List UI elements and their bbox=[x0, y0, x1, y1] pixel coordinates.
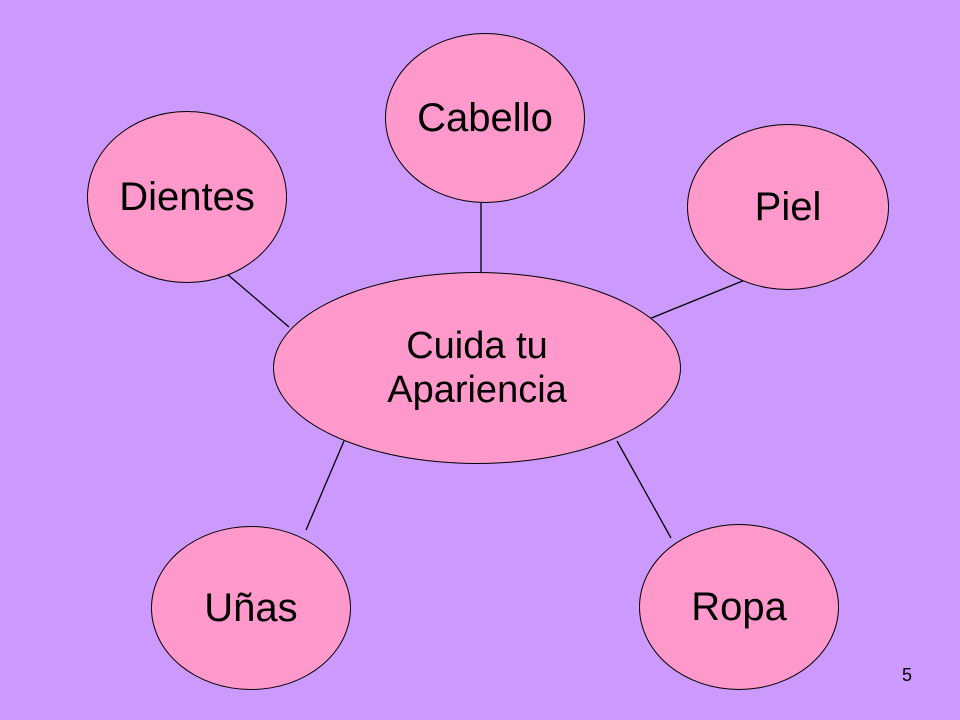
connector-ropa bbox=[616, 440, 672, 539]
node-unas-label: Uñas bbox=[204, 585, 298, 630]
node-dientes: Dientes bbox=[87, 111, 287, 283]
page-number: 5 bbox=[901, 665, 912, 685]
node-cabello: Cabello bbox=[385, 33, 585, 203]
center-node: Cuida tu Apariencia bbox=[273, 272, 681, 464]
node-dientes-label: Dientes bbox=[119, 174, 255, 219]
node-ropa-label: Ropa bbox=[691, 584, 787, 629]
node-unas: Uñas bbox=[151, 526, 351, 690]
node-piel: Piel bbox=[687, 124, 889, 290]
node-ropa: Ropa bbox=[639, 524, 839, 690]
connector-dientes bbox=[226, 273, 290, 328]
center-node-line-2: Apariencia bbox=[387, 369, 567, 411]
node-cabello-label: Cabello bbox=[417, 95, 553, 140]
connector-piel bbox=[648, 279, 746, 320]
connector-unas bbox=[305, 440, 345, 531]
center-node-line-1: Cuida tu bbox=[406, 325, 548, 367]
node-piel-label: Piel bbox=[754, 184, 822, 229]
